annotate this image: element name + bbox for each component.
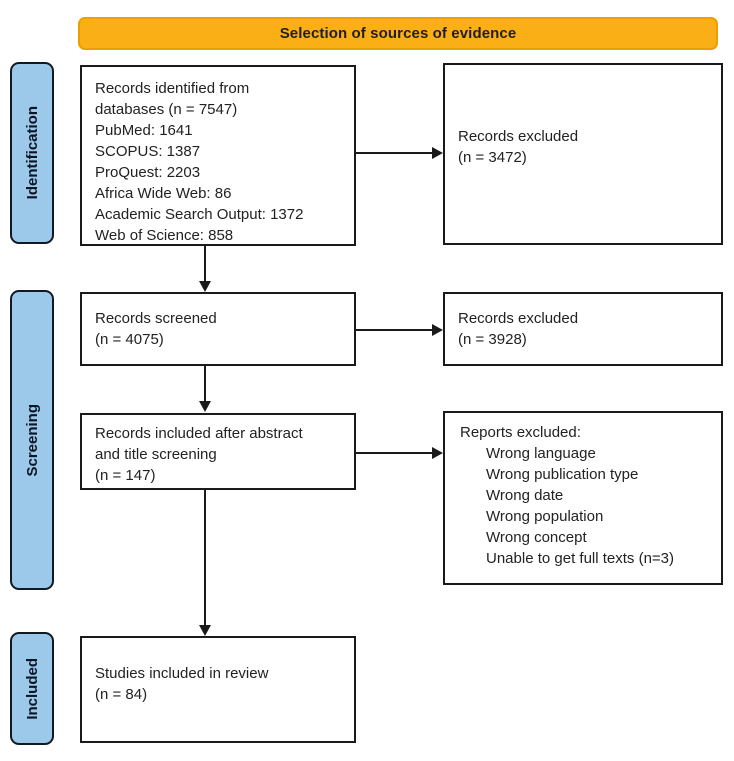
text-line: (n = 3472): [458, 149, 527, 166]
stage-label-screening: Screening: [10, 290, 54, 590]
text-line: (n = 147): [95, 467, 156, 484]
stage-label-included: Included: [10, 632, 54, 745]
text-line: (n = 4075): [95, 331, 164, 348]
box-reports-excluded: Reports excluded: Wrong language Wrong p…: [443, 411, 723, 585]
box-records-screened: Records screened (n = 4075): [80, 292, 356, 366]
exclusion-reason: Unable to get full texts (n=3): [486, 550, 675, 567]
arrow-shaft: [356, 152, 434, 154]
text-line: (n = 84): [95, 685, 148, 703]
exclusion-reason: Wrong population: [486, 508, 604, 525]
arrow-shaft: [356, 329, 434, 331]
arrow-shaft: [204, 366, 206, 402]
exclusion-reason: Wrong language: [486, 445, 596, 462]
text-line: Records included after abstract: [95, 425, 303, 442]
text-line: Studies included in review: [95, 664, 269, 682]
text-line: PubMed: 1641: [95, 122, 193, 139]
text-line: (n = 3928): [458, 331, 527, 348]
text-line: Records excluded: [458, 128, 579, 145]
exclusion-reason: Wrong concept: [486, 529, 587, 546]
arrow-shaft: [204, 246, 206, 282]
text-line: Records excluded: [458, 310, 579, 327]
text-line: Academic Search Output: 1372: [95, 206, 304, 223]
title-banner-label: Selection of sources of evidence: [279, 25, 517, 42]
stage-label-identification: Identification: [10, 62, 54, 244]
exclusion-reason: Wrong publication type: [486, 466, 639, 483]
text-line: ProQuest: 2203: [95, 164, 201, 181]
text-line: and title screening: [95, 446, 217, 463]
text-line: Africa Wide Web: 86: [95, 185, 232, 202]
box-studies-included: Studies included in review (n = 84): [80, 636, 356, 743]
title-banner: Selection of sources of evidence: [78, 17, 718, 50]
arrow-shaft: [356, 452, 434, 454]
stage-label-text: Screening: [23, 403, 41, 477]
box-records-excluded-2: Records excluded (n = 3928): [443, 292, 723, 366]
box-records-included-after-screening: Records included after abstract and titl…: [80, 413, 356, 490]
stage-label-text: Identification: [23, 106, 41, 200]
text-line: Records identified from: [95, 80, 250, 97]
arrow-head-down-icon: [199, 281, 211, 292]
box-records-identified: Records identified from databases (n = 7…: [80, 65, 356, 246]
arrow-head-right-icon: [432, 324, 443, 336]
exclusion-reason: Wrong date: [486, 487, 564, 504]
text-line: SCOPUS: 1387: [95, 143, 201, 160]
text-line: Records screened: [95, 310, 217, 327]
arrow-head-down-icon: [199, 401, 211, 412]
text-line: Reports excluded:: [460, 424, 581, 441]
arrow-head-down-icon: [199, 625, 211, 636]
stage-label-text: Included: [23, 657, 41, 720]
text-line: databases (n = 7547): [95, 101, 238, 118]
arrow-head-right-icon: [432, 447, 443, 459]
box-records-excluded-1: Records excluded (n = 3472): [443, 63, 723, 245]
arrow-head-right-icon: [432, 147, 443, 159]
arrow-shaft: [204, 490, 206, 626]
text-line: Web of Science: 858: [95, 227, 234, 244]
